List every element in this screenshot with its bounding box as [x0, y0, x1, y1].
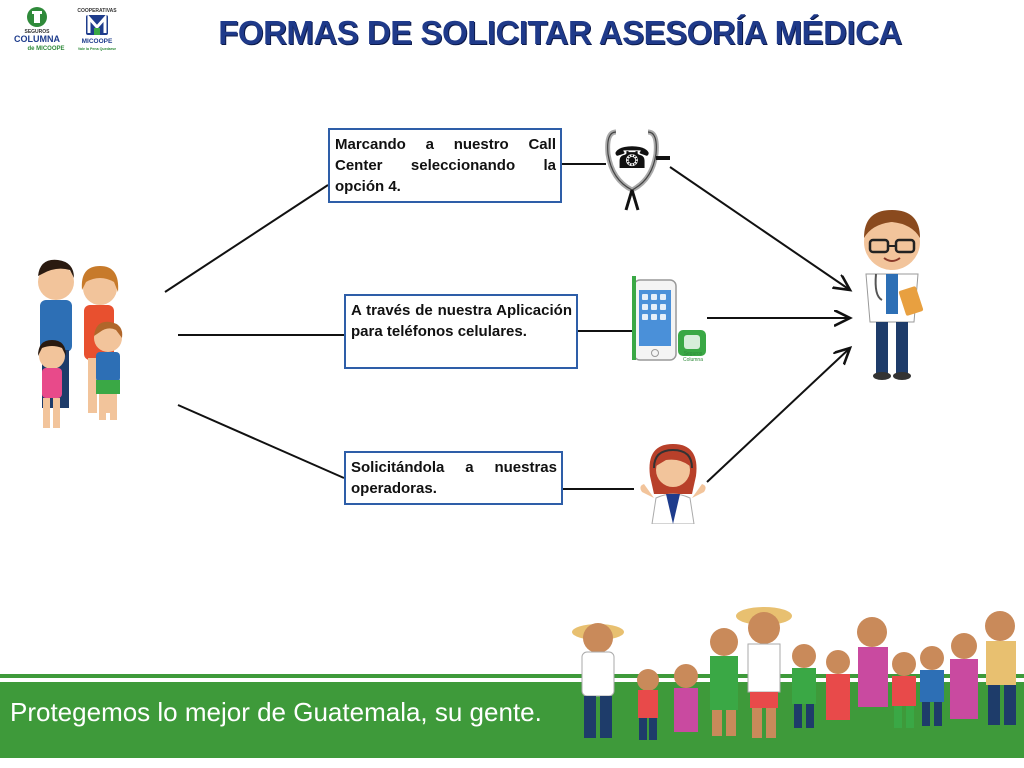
logo-seguros-top: SEGUROS	[24, 29, 50, 35]
seguros-columna-logo: SEGUROS COLUMNA de MICOOPE	[6, 6, 68, 52]
person-8	[857, 617, 888, 707]
person-7	[826, 650, 850, 720]
logo-seguros-sub: de MICOOPE	[27, 46, 64, 52]
option-operators-box: Solicitándola a nuestras operadoras.	[344, 451, 563, 505]
person-3	[674, 664, 698, 732]
person-11	[950, 633, 978, 719]
footer-slogan: Protegemos lo mejor de Guatemala, su gen…	[10, 697, 542, 727]
family-to-box1-line	[164, 184, 329, 293]
person-2	[637, 669, 659, 740]
phone-to-doctor-arrow	[669, 166, 850, 290]
person-4	[710, 628, 738, 736]
smartphone-app-icon	[632, 276, 706, 361]
logo-coop-sub: Vale la Pena Quedarse	[78, 47, 116, 51]
doctor-icon	[864, 210, 924, 380]
person-6	[792, 644, 816, 728]
guatemalan-people-icon	[572, 607, 1016, 740]
person-10	[920, 646, 944, 726]
footer-band	[0, 678, 1024, 752]
option-app-box: A través de nuestra Aplicación para telé…	[344, 294, 578, 369]
person-1	[572, 623, 624, 738]
micoope-logo: COOPERATIVAS MICOOPE Vale la Pena Quedar…	[74, 6, 120, 52]
family-to-box3-line	[177, 404, 345, 479]
app-label: Seguros Columna	[682, 351, 703, 363]
logo-coop-name: MICOOPE	[82, 38, 113, 45]
operator-icon	[640, 444, 706, 524]
person-12	[985, 611, 1016, 725]
stethoscope-phone-icon: ☎	[605, 129, 670, 211]
person-5	[736, 607, 792, 738]
logo-coop-top: COOPERATIVAS	[77, 8, 117, 14]
option-call-center-box: Marcando a nuestro Call Center seleccion…	[328, 128, 562, 203]
family-icon	[38, 259, 123, 428]
person-9	[892, 652, 916, 728]
operator-to-doctor-arrow	[706, 348, 850, 483]
logo-seguros-name: COLUMNA	[14, 34, 60, 44]
svg-text:☎: ☎	[613, 141, 650, 176]
footer-line	[0, 752, 1024, 758]
page-title: FORMAS DE SOLICITAR ASESORÍA MÉDICA	[218, 14, 902, 51]
